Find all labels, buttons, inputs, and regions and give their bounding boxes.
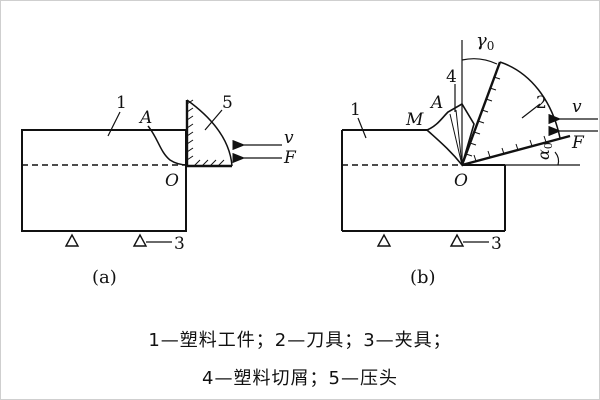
- label-chip: 4: [446, 67, 457, 87]
- presser-hatch-vertical: [186, 99, 194, 161]
- label-point-m: M: [405, 110, 424, 130]
- presser-curve: [186, 99, 233, 167]
- label-force-a: F: [283, 148, 297, 168]
- label-workpiece-b: 1: [350, 100, 361, 120]
- tool-rake-hatch: [465, 76, 501, 157]
- chip-outline: [425, 102, 475, 167]
- leader-1-a: [107, 111, 121, 137]
- deformed-surface-a: [147, 125, 189, 166]
- label-presser: 5: [222, 93, 233, 113]
- workpiece-a: [21, 129, 187, 232]
- presser-hatch-horizontal: [193, 159, 225, 167]
- tool-clearance-face: [461, 134, 571, 167]
- label-rake-angle: γ0: [476, 30, 494, 53]
- leader-5: [204, 109, 223, 131]
- label-velocity-b: v: [572, 97, 582, 117]
- label-tool: 2: [536, 93, 547, 113]
- clearance-angle-arc: [554, 151, 560, 166]
- label-force-b: F: [571, 133, 585, 153]
- chip-hatch: [449, 106, 463, 166]
- fixture-triangle-b-left: [376, 233, 392, 247]
- fixture-triangle-a-right: [132, 233, 148, 247]
- leader-2: [521, 103, 541, 119]
- label-rake-angle-sub: 0: [487, 39, 495, 53]
- label-point-a-b: A: [429, 93, 443, 113]
- panel-b: 1 M A 4 γ0 2 v F α0 O 3 (b): [341, 30, 598, 288]
- leader-1-b: [357, 117, 367, 139]
- label-clearance-angle: α0: [534, 142, 555, 160]
- label-workpiece-a: 1: [116, 93, 127, 113]
- label-velocity-a: v: [284, 128, 294, 148]
- tool-back-curve: [499, 61, 561, 139]
- rake-angle-arc: [461, 58, 498, 65]
- label-origin-a: O: [165, 171, 179, 191]
- caption-panel-b: (b): [410, 267, 436, 288]
- label-fixture-a: 3: [174, 234, 185, 254]
- tool-rake-face: [460, 61, 502, 166]
- caption-panel-a: (a): [92, 267, 117, 288]
- label-fixture-b: 3: [491, 234, 502, 254]
- legend-line-2: 4—塑料切屑；5—压头: [202, 368, 398, 389]
- tool-clearance-hatch: [473, 135, 547, 162]
- panel-a: 1 A 5 v F O 3 (a): [21, 93, 297, 288]
- legend-line-1: 1—塑料工件；2—刀具；3—夹具；: [148, 330, 452, 351]
- fixture-triangle-a-left: [64, 233, 80, 247]
- label-clearance-angle-sub: 0: [542, 142, 555, 149]
- label-origin-b: O: [454, 171, 468, 191]
- fixture-triangle-b-right: [449, 233, 465, 247]
- label-point-a-a: A: [138, 108, 152, 128]
